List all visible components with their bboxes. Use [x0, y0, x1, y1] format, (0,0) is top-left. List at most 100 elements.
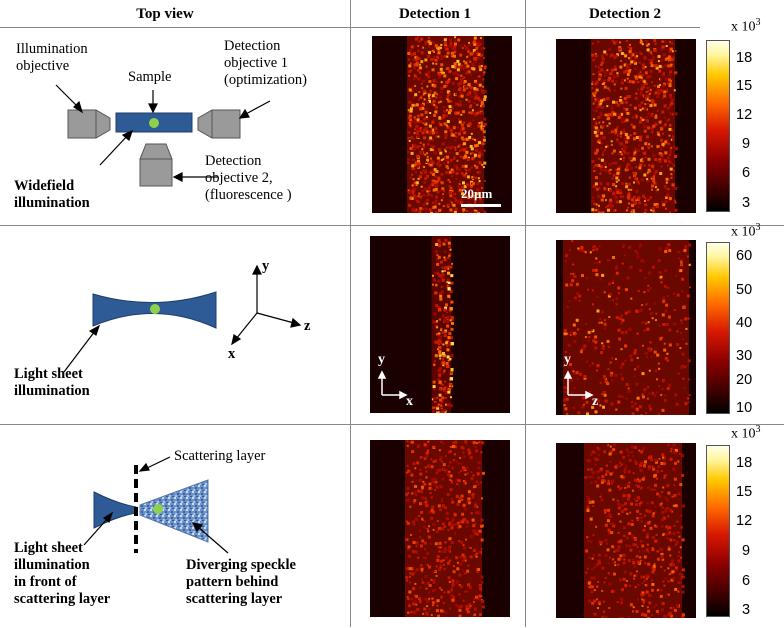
speckle-dot [442, 270, 444, 272]
speckle-dot [483, 210, 486, 213]
speckle-dot [641, 101, 644, 104]
speckle-dot [410, 177, 412, 179]
speckle-dot [426, 175, 429, 178]
speckle-dot [618, 507, 621, 510]
speckle-dot [467, 590, 469, 592]
speckle-dot [601, 55, 604, 58]
speckle-dot [668, 613, 671, 616]
speckle-dot [455, 208, 458, 211]
speckle-dot [660, 128, 663, 131]
speckle-dot [428, 163, 430, 165]
speckle-dot [637, 485, 640, 488]
speckle-dot [450, 200, 452, 202]
speckle-dot [621, 331, 624, 334]
speckle-dot [438, 148, 441, 151]
speckle-dot [675, 202, 677, 204]
speckle-dot [592, 451, 595, 454]
speckle-dot [479, 530, 482, 533]
speckle-dot [654, 525, 656, 527]
speckle-dot [657, 110, 659, 112]
speckle-dot [644, 165, 646, 167]
speckle-dot [440, 47, 442, 49]
speckle-dot [617, 486, 619, 488]
speckle-dot [639, 503, 641, 505]
speckle-dot [633, 157, 636, 160]
colorbar-tick: 30 [736, 348, 752, 364]
speckle-dot [633, 352, 636, 355]
speckle-dot [621, 510, 624, 513]
speckle-dot [621, 504, 624, 507]
speckle-dot [664, 399, 667, 402]
speckle-dot [643, 579, 646, 582]
speckle-dot [570, 334, 572, 336]
speckle-dot [457, 126, 459, 128]
speckle-dot [439, 449, 441, 451]
speckle-dot [602, 121, 604, 123]
speckle-dot [448, 287, 451, 290]
speckle-dot [418, 40, 420, 42]
speckle-dot [438, 73, 441, 76]
speckle-dot [662, 559, 664, 561]
speckle-dot [436, 472, 438, 474]
colorbar-tick: 10 [736, 400, 752, 416]
speckle-dot [595, 164, 597, 166]
speckle-dot [677, 250, 680, 253]
speckle-dot [465, 605, 468, 608]
speckle-dot [483, 57, 485, 59]
speckle-dot [626, 580, 628, 582]
speckle-dot [638, 166, 641, 169]
speckle-dot [588, 336, 590, 338]
speckle-dot [616, 126, 619, 129]
speckle-dot [428, 51, 431, 54]
speckle-dot [478, 511, 481, 514]
speckle-dot [669, 41, 671, 43]
speckle-dot [673, 494, 676, 497]
speckle-dot [465, 172, 467, 174]
speckle-dot [650, 114, 653, 117]
speckle-dot [433, 388, 435, 390]
speckle-dot [571, 279, 574, 282]
speckle-dot [447, 120, 450, 123]
speckle-dot [457, 503, 460, 506]
speckle-dot [433, 397, 436, 400]
speckle-dot [474, 51, 476, 53]
speckle-dot [406, 580, 408, 582]
speckle-dot [601, 342, 603, 344]
speckle-dot [422, 581, 425, 584]
speckle-dot [450, 475, 453, 478]
speckle-dot [409, 49, 412, 52]
speckle-dot [423, 181, 426, 184]
speckle-dot [618, 153, 620, 155]
speckle-dot [625, 544, 628, 547]
speckle-dot [625, 185, 628, 188]
speckle-dot [640, 451, 643, 454]
speckle-dot [656, 95, 659, 98]
speckle-dot [480, 105, 482, 107]
speckle-dot [414, 485, 417, 488]
speckle-dot [648, 456, 651, 459]
speckle-dot [413, 59, 415, 61]
speckle-dot [646, 536, 649, 539]
speckle-dot [478, 155, 481, 158]
speckle-dot [408, 204, 411, 207]
speckle-dot [450, 404, 453, 407]
speckle-dot [588, 459, 591, 462]
speckle-dot [635, 462, 638, 465]
speckle-dot [415, 74, 417, 76]
speckle-dot [654, 506, 656, 508]
colorbar-tick: 18 [736, 50, 752, 66]
speckle-dot [468, 493, 470, 495]
speckle-dot [427, 441, 429, 443]
speckle-dot [600, 351, 603, 354]
speckle-dot [673, 532, 676, 535]
speckle-dot [415, 38, 418, 41]
speckle-dot [664, 395, 666, 397]
speckle-dot [680, 366, 683, 369]
speckle-dot [619, 540, 622, 543]
speckle-dot [604, 323, 607, 326]
speckle-dot [594, 457, 597, 460]
speckle-dot [624, 476, 626, 478]
speckle-dot [678, 373, 680, 375]
speckle-dot [612, 101, 615, 104]
speckle-dot [409, 572, 411, 574]
